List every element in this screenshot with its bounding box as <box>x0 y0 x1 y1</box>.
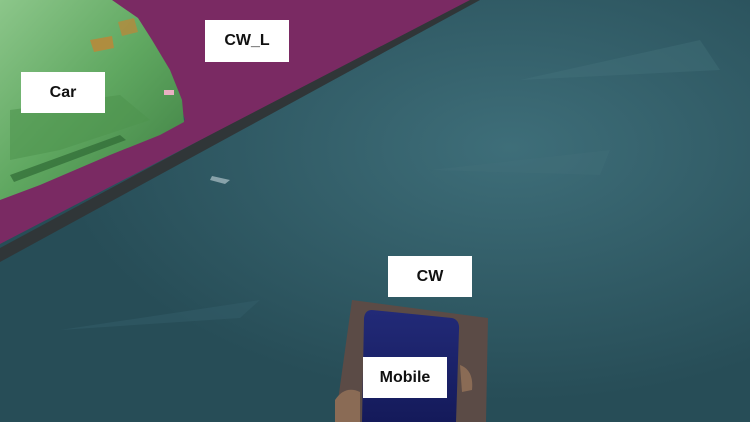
label-car: Car <box>21 72 105 113</box>
cw-l-region <box>0 0 470 244</box>
curb-strip <box>0 0 480 262</box>
label-cw-l: CW_L <box>205 20 289 62</box>
label-cw: CW <box>388 256 472 297</box>
label-mobile: Mobile <box>363 357 447 398</box>
